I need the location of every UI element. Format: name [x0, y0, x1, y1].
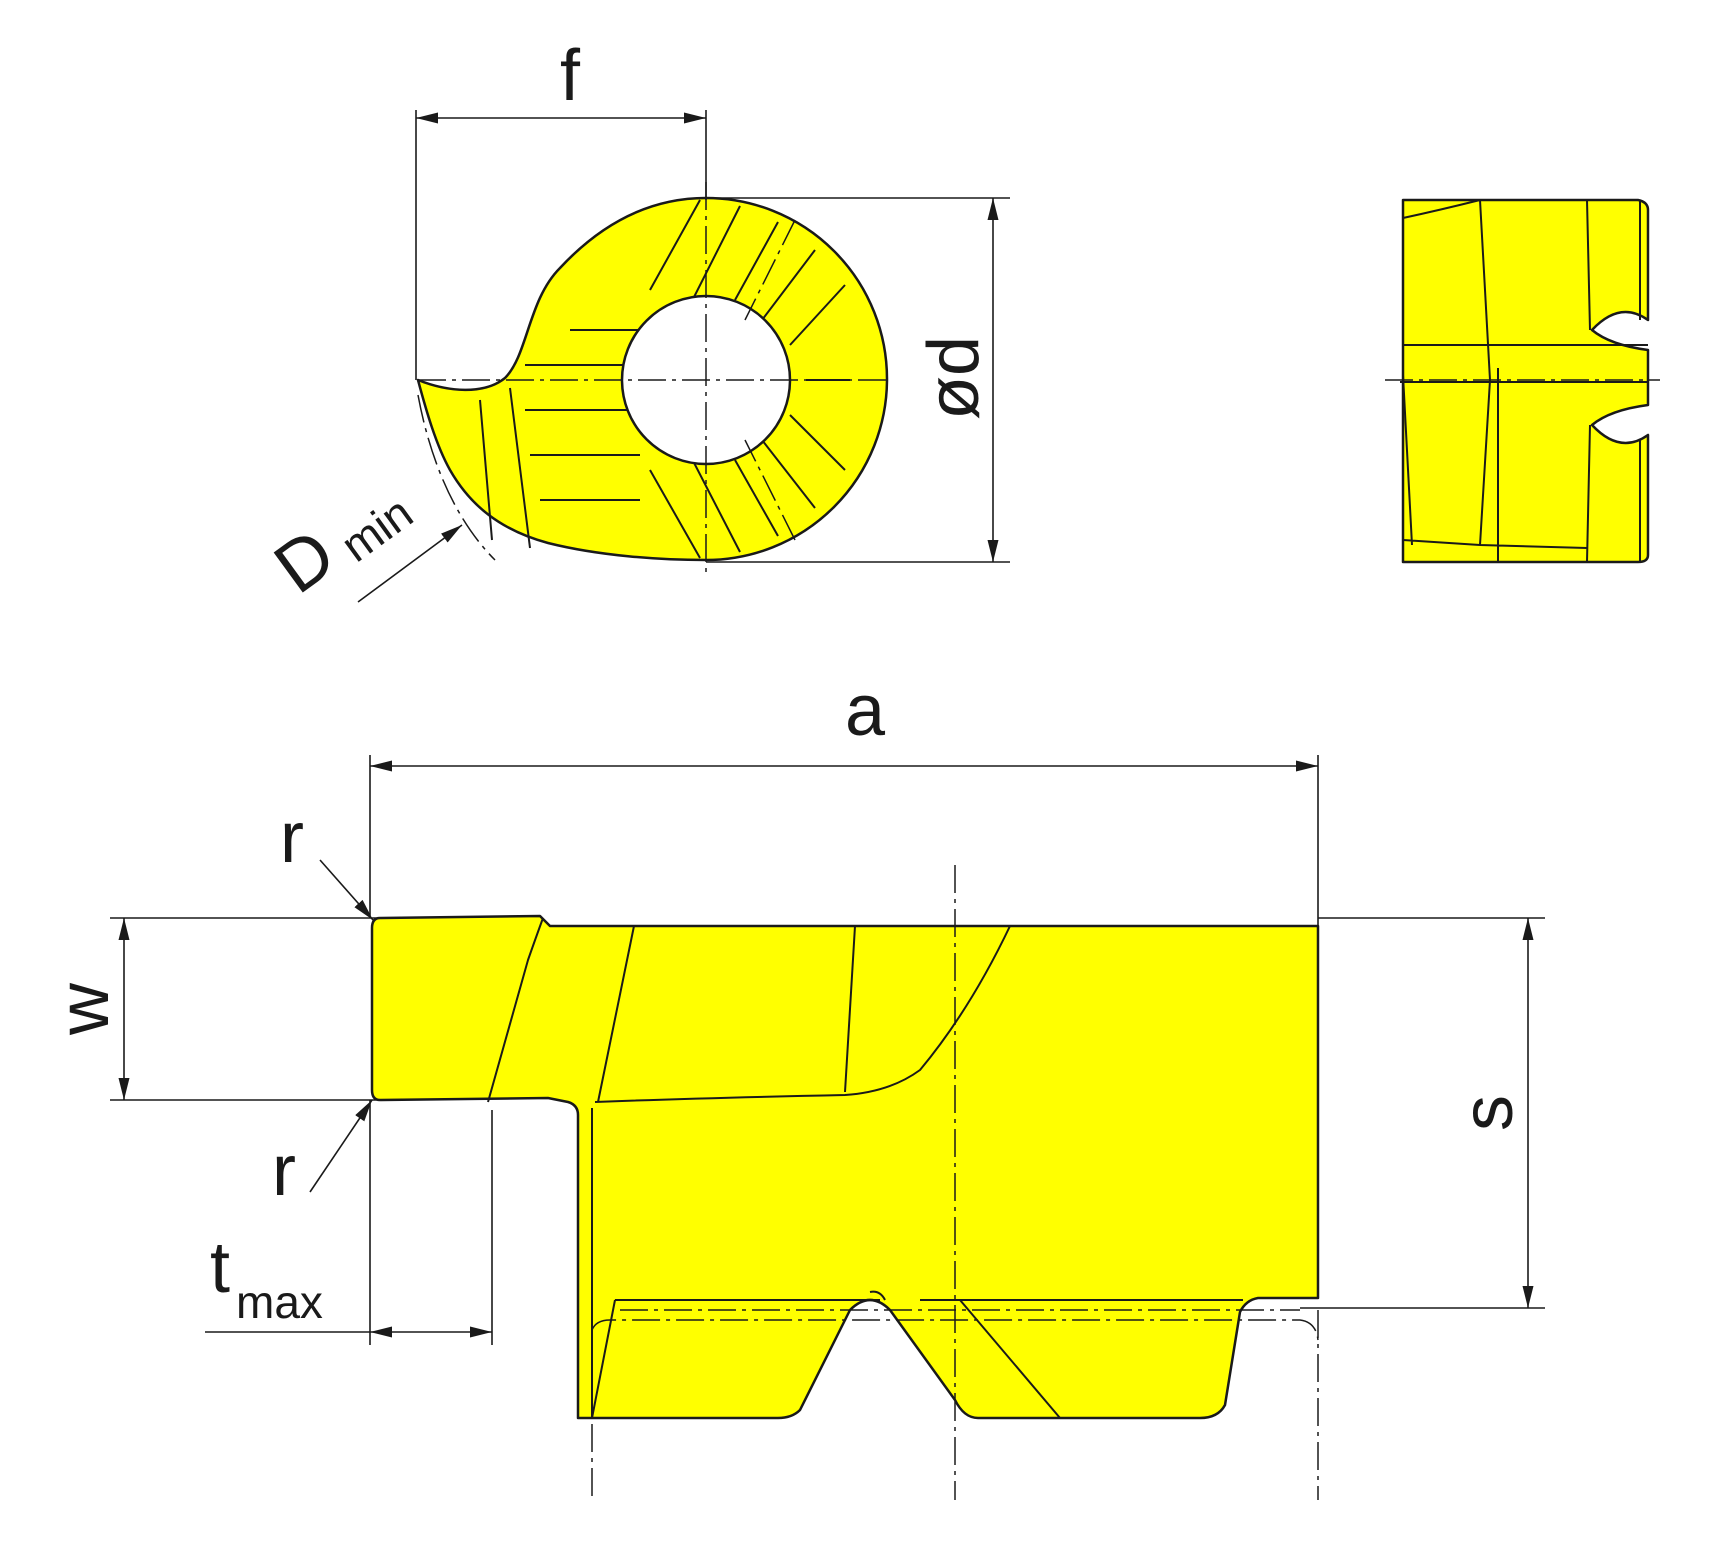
d-min-arc	[417, 394, 496, 561]
r-top-leader	[319, 859, 374, 921]
d-label: ød	[914, 336, 994, 420]
t-max-subscript: max	[236, 1276, 323, 1328]
top-view-thread-line-lower	[591, 1319, 1319, 1341]
s-label: s	[1448, 1095, 1528, 1131]
t-max-label: t	[210, 1228, 230, 1308]
d-min-subscript: min	[331, 486, 422, 572]
front-view-facet-lines	[479, 199, 850, 559]
a-label: a	[845, 671, 886, 751]
side-view-facet-lines	[1400, 199, 1648, 563]
side-view	[1385, 198, 1660, 564]
top-view-insert-body	[370, 914, 1320, 1420]
r-top-label: r	[280, 798, 304, 878]
front-view-helix-line	[744, 219, 796, 541]
d-min-leader	[357, 524, 463, 603]
w-label: w	[44, 982, 124, 1036]
r-bottom-label: r	[272, 1131, 296, 1211]
top-view: a w r r t max s	[44, 671, 1545, 1500]
r-bottom-leader	[309, 1099, 373, 1193]
f-label: f	[560, 36, 581, 116]
top-view-facet-lines	[487, 917, 1243, 1419]
front-view: f ød D min	[260, 36, 1010, 609]
